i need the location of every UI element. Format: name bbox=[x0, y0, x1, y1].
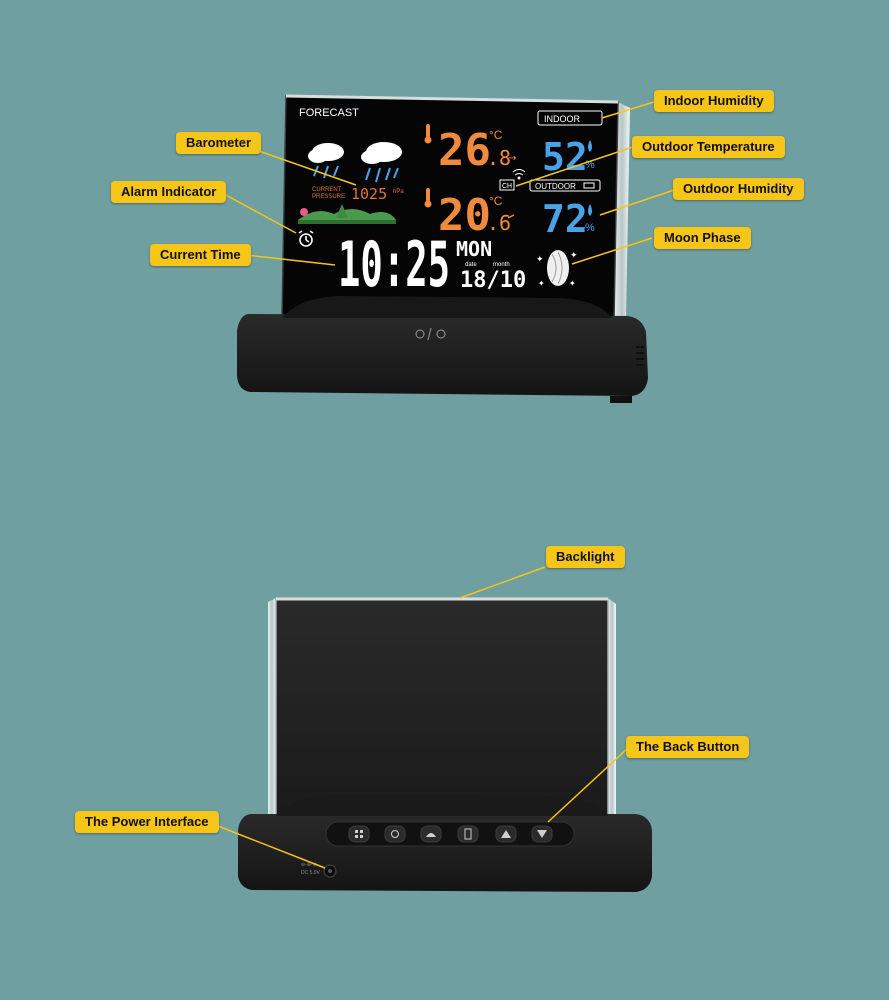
battery-icon bbox=[583, 182, 595, 189]
power-voltage-label: DC 5.0V bbox=[301, 870, 321, 876]
outdoor-humidity-unit: % bbox=[585, 222, 595, 234]
glass-edge bbox=[268, 598, 276, 826]
pressure-label-2: PRESSURE bbox=[312, 194, 345, 200]
callout-alarm-indicator: Alarm Indicator bbox=[111, 181, 227, 203]
droplet-icon bbox=[588, 140, 592, 152]
moon-phase-icon: ✦ ✦ ✦ ✦ bbox=[536, 250, 578, 288]
droplet-icon bbox=[588, 204, 592, 216]
triangle-down-icon bbox=[537, 830, 547, 838]
indoor-humidity-value: 52 bbox=[542, 135, 588, 179]
callout-barometer: Barometer bbox=[176, 132, 262, 154]
weekday: MON bbox=[456, 237, 492, 261]
outdoor-temp-int: 20 bbox=[438, 190, 491, 241]
callout-back-button: The Back Button bbox=[626, 736, 750, 758]
callout-current-time: Current Time bbox=[150, 244, 251, 266]
landscape-icon bbox=[298, 204, 396, 224]
glass-edge bbox=[614, 102, 630, 318]
device-foot bbox=[610, 396, 632, 403]
channel-button[interactable] bbox=[457, 825, 479, 843]
outdoor-humidity-value: 72 bbox=[542, 197, 588, 241]
svg-text:✦: ✦ bbox=[538, 279, 545, 288]
grid-icon bbox=[355, 830, 358, 833]
outdoor-temp-unit: °C bbox=[489, 194, 503, 208]
callout-moon-phase: Moon Phase bbox=[654, 227, 751, 249]
indoor-temp-dec: .8 bbox=[487, 146, 511, 170]
indoor-temp-unit: °C bbox=[489, 128, 503, 142]
callout-power-interface: The Power Interface bbox=[75, 811, 219, 833]
device-base bbox=[237, 314, 648, 396]
current-time: 10:25 bbox=[338, 228, 450, 301]
svg-text:✦: ✦ bbox=[570, 251, 578, 261]
forecast-label: FORECAST bbox=[299, 107, 359, 119]
back-device: ⊖-⊕-⊕ DC 5.0V bbox=[238, 597, 652, 892]
pressure-unit: hPa bbox=[393, 189, 404, 195]
callout-indoor-humidity: Indoor Humidity bbox=[654, 90, 774, 112]
svg-text:✦: ✦ bbox=[536, 255, 544, 265]
front-device: FORECAST CURRENT PRESSURE 1025 hPa bbox=[237, 94, 648, 403]
alarm-clock-icon bbox=[298, 230, 314, 247]
alarm-clock-icon bbox=[391, 830, 399, 838]
date-value: 18/10 bbox=[460, 268, 526, 293]
channel-box bbox=[499, 179, 515, 191]
indoor-temp-int: 26 bbox=[438, 125, 491, 176]
backlight-panel bbox=[275, 597, 609, 827]
outdoor-label: OUTDOOR bbox=[535, 182, 576, 191]
channel-label: CH bbox=[502, 183, 512, 190]
rain-cloud-icon bbox=[308, 142, 402, 183]
screen-holder bbox=[276, 794, 608, 816]
light-icon bbox=[426, 833, 436, 837]
callout-backlight: Backlight bbox=[546, 546, 625, 568]
mode-button[interactable] bbox=[348, 825, 370, 843]
alarm-button[interactable] bbox=[384, 825, 406, 843]
outdoor-temp-dec: .6 bbox=[487, 211, 511, 235]
pressure-value: 1025 bbox=[351, 185, 387, 203]
signal-icon bbox=[512, 169, 526, 180]
month-label: month bbox=[493, 262, 510, 268]
snooze-light-icon bbox=[415, 327, 446, 341]
triangle-up-icon bbox=[501, 830, 511, 838]
outdoor-label-box bbox=[529, 179, 601, 192]
callout-outdoor-humidity: Outdoor Humidity bbox=[673, 178, 804, 200]
svg-text:✦: ✦ bbox=[569, 279, 576, 288]
screen-holder bbox=[282, 296, 612, 318]
indoor-humidity-unit: % bbox=[585, 159, 595, 171]
back-buttons bbox=[348, 825, 553, 843]
vent-grille bbox=[636, 346, 644, 366]
power-polarity-label: ⊖-⊕-⊕ bbox=[301, 862, 317, 868]
thermometer-icon bbox=[424, 124, 432, 208]
indoor-label: INDOOR bbox=[544, 114, 581, 124]
callout-outdoor-temperature: Outdoor Temperature bbox=[632, 136, 785, 158]
trend-arrow-icon: → bbox=[508, 153, 516, 164]
date-label: date bbox=[465, 262, 477, 268]
pressure-label-1: CURRENT bbox=[312, 187, 342, 193]
glass-edge bbox=[608, 598, 616, 826]
channel-icon bbox=[464, 828, 472, 840]
